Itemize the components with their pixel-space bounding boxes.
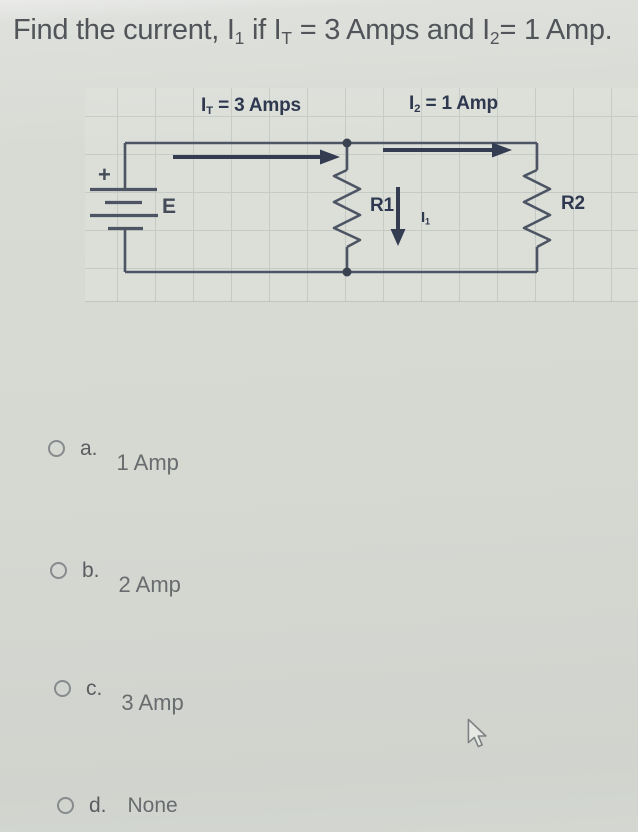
- it-current-arrow: [173, 149, 340, 165]
- junction-dot-top: [342, 138, 352, 148]
- battery-plus-sign: +: [98, 162, 111, 187]
- battery-icon: [90, 187, 158, 231]
- i2-value-label: I2 = 1 Amp: [409, 93, 498, 116]
- option-text-a[interactable]: 1 Amp: [116, 450, 179, 475]
- option-text-d[interactable]: None: [127, 794, 178, 817]
- option-letter-b: b.: [82, 559, 100, 582]
- i1-label: I1: [421, 209, 430, 227]
- radio-button-a[interactable]: [48, 440, 65, 457]
- source-e-label: E: [162, 195, 176, 218]
- r2-label: R2: [561, 193, 585, 214]
- question-text-segment: if I: [244, 14, 282, 46]
- question-subscript: T: [281, 27, 293, 48]
- radio-button-d[interactable]: [57, 797, 74, 814]
- option-text-b[interactable]: 2 Amp: [118, 572, 181, 597]
- option-letter-c: c.: [86, 677, 103, 700]
- it-value-label: IT = 3 Amps: [201, 95, 301, 118]
- question-title: Find the current, I1 if IT = 3 Amps and …: [13, 14, 631, 49]
- r1-label: R1: [370, 195, 394, 216]
- circuit-schematic-drawing: [90, 138, 552, 277]
- resistor-r1-icon: [332, 143, 362, 272]
- answer-option-b: b. 2 Amp: [50, 559, 181, 597]
- mouse-cursor-icon: [467, 718, 487, 748]
- answer-option-d: d. None: [57, 794, 178, 818]
- radio-button-b[interactable]: [50, 562, 67, 579]
- option-text-c[interactable]: 3 Amp: [121, 690, 184, 715]
- junction-dot-bottom: [342, 267, 352, 277]
- question-subscript: 1: [234, 27, 245, 48]
- i1-current-arrow: [390, 187, 406, 246]
- answer-option-c: c. 3 Amp: [54, 677, 184, 715]
- graph-paper-background: [85, 88, 638, 302]
- question-text-segment: Find the current, I: [13, 14, 235, 46]
- circuit-diagram: IT = 3 Amps I2 = 1 Amp + E R1 I1 R2: [0, 85, 638, 310]
- answer-option-a: a. 1 Amp: [48, 437, 179, 475]
- question-text-segment: = 3 Amps and I: [292, 14, 490, 46]
- option-letter-a: a.: [80, 437, 98, 460]
- resistor-r2-icon: [522, 143, 552, 272]
- i2-current-arrow: [383, 142, 512, 158]
- radio-button-c[interactable]: [54, 680, 71, 697]
- option-letter-d: d.: [89, 794, 107, 817]
- question-text-segment: = 1 Amp.: [499, 14, 613, 46]
- question-subscript: 2: [489, 27, 500, 48]
